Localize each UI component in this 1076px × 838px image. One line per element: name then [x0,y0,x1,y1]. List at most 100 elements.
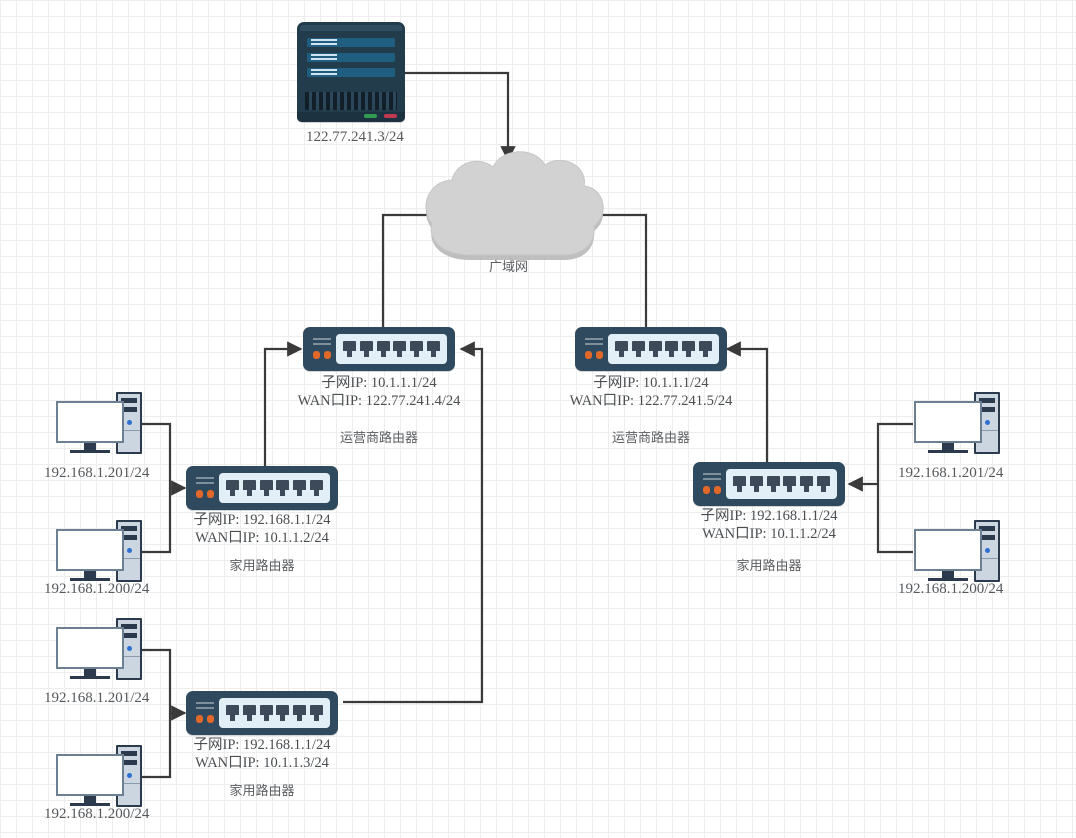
router-icon[interactable] [186,466,338,510]
pc-right-b-node[interactable] [914,520,1000,584]
rj45-port [783,476,797,492]
rj45-port [259,705,273,721]
link-isp-right-to-cloud [582,207,648,345]
isp-router-right-role-label: 运营商路由器 [611,431,690,446]
pc-left-top-b-node[interactable] [56,520,142,584]
router-icon[interactable] [186,691,338,735]
rj45-port [225,705,239,721]
power-led [127,773,132,778]
rj45-port [242,705,256,721]
pc-monitor [56,627,124,669]
router-icon[interactable] [303,327,455,371]
rj45-port [359,341,373,357]
link-pc-leftbottom-a [140,648,187,721]
home-router-bottom-left-role-label: 家用路由器 [229,784,295,799]
rj45-port [259,480,273,496]
home-router-bottom-left-wan-label: WAN口IP: 10.1.1.3/24 [195,755,329,771]
isp-router-left-wan-label: WAN口IP: 122.77.241.4/24 [297,393,461,409]
pc-stand-neck [84,669,96,676]
pc-left-bottom-b-node[interactable] [56,745,142,809]
pc-left-top-a-ip-label: 192.168.1.201/24 [44,465,150,481]
power-led [127,420,132,425]
isp-router-left-subnet-label: 子网IP: 10.1.1.1/24 [321,375,437,391]
rj45-port [410,341,424,357]
link-home-right-to-isp-right [725,341,769,470]
rj45-port [749,476,763,492]
rj45-port [310,705,324,721]
router-leds [196,490,214,498]
rj45-port [427,341,441,357]
pc-icon[interactable] [56,520,142,584]
rj45-port [293,705,307,721]
wan-cloud-label: 广域网 [489,260,529,275]
link-home-bottomleft-to-isp-left [343,341,484,704]
isp-router-right-wan-label: WAN口IP: 122.77.241.5/24 [569,393,733,409]
status-led-red [384,114,397,118]
home-router-right-node[interactable] [693,462,845,506]
link-pc-leftbottom-b [140,713,172,779]
pc-left-bottom-a-node[interactable] [56,618,142,682]
rj45-port [699,341,713,357]
power-led [985,548,990,553]
rj45-port [817,476,831,492]
home-router-left-role-label: 家用路由器 [229,559,295,574]
pc-stand-neck [84,796,96,803]
link-pc-lefttop-a [140,422,187,496]
rj45-port [648,341,662,357]
router-leds [196,715,214,723]
server-bay [307,68,395,77]
pc-right-a-node[interactable] [914,392,1000,456]
server-vent-grille [305,92,397,110]
server-icon[interactable] [297,22,405,122]
pc-stand-base [70,450,110,453]
server-bays [307,38,395,86]
pc-stand-base [70,676,110,679]
pc-stand-base [928,578,968,581]
pc-stand-neck [942,443,954,450]
router-port-panel [336,334,447,364]
rj45-port [393,341,407,357]
router-port-panel [608,334,719,364]
pc-monitor [56,529,124,571]
pc-left-bottom-a-ip-label: 192.168.1.201/24 [44,690,150,706]
home-router-right-wan-label: WAN口IP: 10.1.1.2/24 [702,526,836,542]
server-node[interactable] [297,22,405,122]
router-leds [703,486,721,494]
pc-stand-base [928,450,968,453]
router-icon[interactable] [693,462,845,506]
pc-stand-base [70,578,110,581]
power-led [127,548,132,553]
pc-icon[interactable] [56,618,142,682]
home-router-left-subnet-label: 子网IP: 192.168.1.1/24 [193,512,331,528]
router-stripes [196,702,214,710]
isp-router-left-node[interactable] [303,327,455,371]
server-ip-label: 122.77.241.3/24 [306,129,404,145]
router-port-panel [219,473,330,503]
home-router-left-node[interactable] [186,466,338,510]
server-cap [300,25,402,31]
rj45-port [276,705,290,721]
pc-monitor [914,529,982,571]
pc-stand-base [70,803,110,806]
home-router-bottom-left-subnet-label: 子网IP: 192.168.1.1/24 [193,737,331,753]
isp-router-right-node[interactable] [575,327,727,371]
pc-icon[interactable] [914,520,1000,584]
rj45-port [766,476,780,492]
link-pc-right-a [847,422,913,492]
rj45-port [342,341,356,357]
pc-left-top-a-node[interactable] [56,392,142,456]
router-icon[interactable] [575,327,727,371]
pc-right-b-ip-label: 192.168.1.200/24 [898,581,1004,597]
router-stripes [703,473,721,481]
rj45-port [614,341,628,357]
home-router-bottom-left-node[interactable] [186,691,338,735]
pc-icon[interactable] [914,392,1000,456]
router-stripes [585,338,603,346]
rj45-port [732,476,746,492]
pc-icon[interactable] [56,745,142,809]
router-leds [313,351,331,359]
router-port-panel [726,469,837,499]
pc-icon[interactable] [56,392,142,456]
pc-right-a-ip-label: 192.168.1.201/24 [898,465,1004,481]
